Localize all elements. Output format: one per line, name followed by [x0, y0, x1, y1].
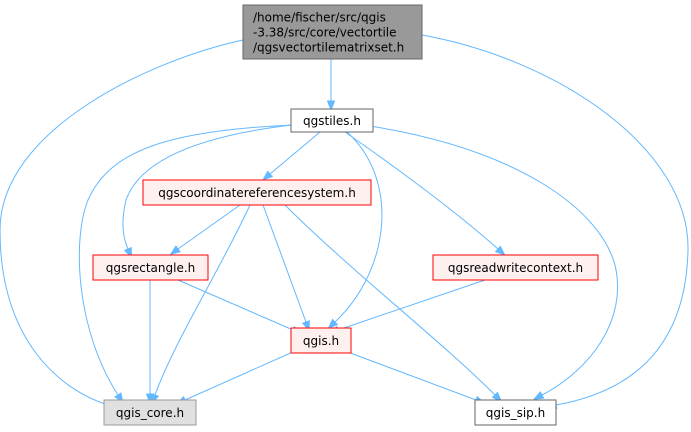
nodes-layer: /home/fischer/src/qgis-3.38/src/core/vec… — [92, 4, 599, 426]
edge-qgscrs-to-qgis — [262, 204, 310, 332]
edge-line — [177, 279, 294, 331]
edge-arrowhead — [491, 391, 503, 403]
edge-arrowhead — [326, 100, 336, 112]
edge-line — [334, 131, 383, 323]
node-box[interactable] — [474, 399, 557, 426]
node-label: qgis_core.h — [116, 406, 184, 420]
edge-arrowhead — [145, 393, 155, 405]
edge-arrowhead — [262, 170, 274, 181]
edge-line — [122, 123, 301, 250]
edge-line — [177, 204, 241, 250]
node-qgsrectangle[interactable]: qgsrectangle.h — [92, 254, 209, 281]
edge-qgis-to-qgis_core — [175, 350, 296, 405]
edge-qgsreadwrite-to-qgis — [328, 279, 486, 334]
node-box[interactable] — [290, 327, 352, 354]
edge-line — [421, 34, 689, 406]
edge-line — [0, 39, 244, 406]
node-label: qgsreadwritecontext.h — [448, 261, 583, 275]
node-qgscrs[interactable]: qgscoordinatereferencesystem.h — [142, 179, 372, 206]
edge-qgscrs-to-qgis_core — [151, 204, 251, 405]
edge-qgsrectangle-to-qgis — [177, 279, 303, 335]
node-label: -3.38/src/core/vectortile — [253, 26, 397, 40]
edge-line — [344, 350, 477, 401]
edge-qgstiles-to-qgis — [327, 131, 383, 330]
edge-arrowhead — [327, 318, 339, 330]
node-qgsreadwrite[interactable]: qgsreadwritecontext.h — [432, 254, 599, 281]
node-box[interactable] — [142, 179, 372, 206]
node-label: /home/fischer/src/qgis — [253, 11, 386, 25]
edge-qgstiles-to-qgscrs — [262, 131, 321, 181]
edge-qgis-to-qgis_sip — [344, 350, 486, 404]
edge-line — [78, 124, 296, 396]
node-qgis[interactable]: qgis.h — [290, 327, 352, 354]
node-box[interactable] — [432, 254, 599, 281]
edge-qgstiles-to-qgsreadwrite — [344, 131, 506, 256]
edge-qgstiles-to-qgis_sip — [369, 125, 619, 400]
node-root[interactable]: /home/fischer/src/qgis-3.38/src/core/vec… — [242, 4, 423, 60]
edge-line — [154, 204, 251, 396]
node-box[interactable] — [290, 108, 374, 133]
node-label: qgsrectangle.h — [106, 261, 196, 275]
node-label: qgis_sip.h — [486, 406, 545, 420]
node-label: /qgsvectortilematrixset.h — [253, 41, 404, 55]
edge-line — [369, 125, 619, 396]
node-qgis_core[interactable]: qgis_core.h — [103, 399, 197, 426]
node-label: qgscoordinatereferencesystem.h — [158, 186, 356, 200]
node-box[interactable] — [103, 399, 197, 426]
node-box[interactable] — [242, 4, 423, 60]
edge-arrowhead — [494, 245, 506, 256]
edge-qgsrectangle-to-qgis_core — [145, 280, 155, 405]
edge-arrowhead — [169, 245, 181, 256]
node-box[interactable] — [92, 254, 209, 281]
edge-line — [344, 131, 499, 250]
edge-line — [337, 279, 486, 331]
node-label: qgstiles.h — [303, 114, 361, 128]
edge-line — [184, 350, 296, 401]
edge-line — [284, 204, 496, 396]
edge-root-to-qgis_sip — [421, 34, 689, 410]
edge-qgscrs-to-qgsrectangle — [169, 204, 241, 256]
node-label: qgis.h — [303, 334, 339, 348]
node-qgis_sip[interactable]: qgis_sip.h — [474, 399, 557, 426]
edge-qgscrs-to-qgis_sip — [284, 204, 503, 403]
edge-line — [262, 204, 307, 323]
node-qgstiles[interactable]: qgstiles.h — [290, 108, 374, 133]
edge-arrowhead — [532, 391, 545, 400]
edge-root-to-qgis_core — [0, 39, 244, 409]
edge-line — [269, 131, 321, 175]
edge-root-to-qgstiles — [326, 59, 336, 112]
